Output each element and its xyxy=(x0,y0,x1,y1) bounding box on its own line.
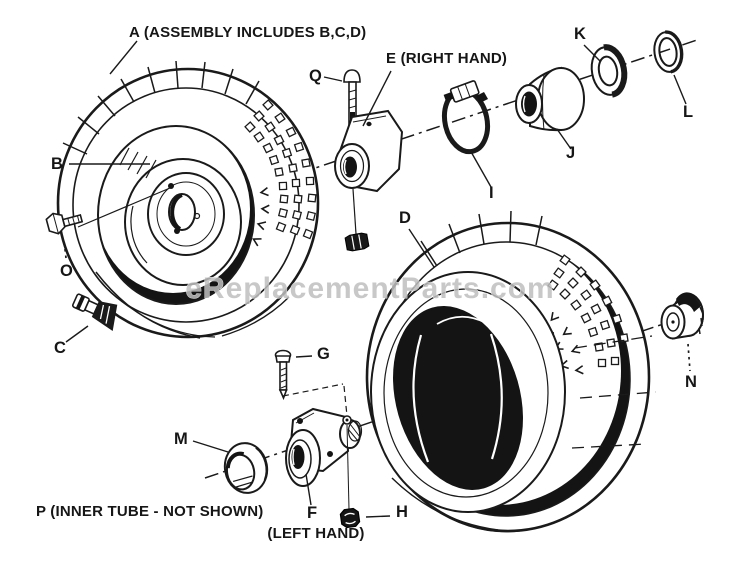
bolt-o-drawing xyxy=(45,212,84,235)
part-label-q: Q xyxy=(309,67,322,85)
part-label-g: G xyxy=(317,345,330,363)
part-label-a: A (ASSEMBLY INCLUDES B,C,D) xyxy=(129,24,366,41)
bolt-g-alignment-dashes xyxy=(282,383,348,417)
left-wheel-tread-chevrons xyxy=(252,186,270,247)
part-label-p: P (INNER TUBE - NOT SHOWN) xyxy=(36,503,263,520)
part-label-n: N xyxy=(685,373,697,391)
part-label-m: M xyxy=(174,430,188,448)
left-wheel-hatch xyxy=(62,60,260,155)
part-label-c: C xyxy=(54,339,66,357)
right-wheel-tire-drawing xyxy=(365,210,657,533)
part-label-o: O xyxy=(60,262,73,280)
part-label-d: D xyxy=(399,209,411,227)
bead-hatch xyxy=(119,147,157,179)
part-label-f: F xyxy=(307,504,318,522)
left-wheel-assembly-drawing xyxy=(56,60,320,339)
part-label-l: L xyxy=(683,103,694,121)
part-label-e: E (RIGHT HAND) xyxy=(386,50,507,67)
nut-alignment-line xyxy=(352,188,357,235)
hub-bolt-hole xyxy=(174,228,180,234)
nut-hanger-line xyxy=(346,424,350,510)
part-label-j: J xyxy=(566,144,576,162)
bearing-ribs xyxy=(695,298,704,335)
part-label-b: B xyxy=(51,155,63,173)
valve-stem-c-drawing xyxy=(71,293,118,331)
left-wheel-tread-blocks xyxy=(244,99,317,240)
part-label-f-note: (LEFT HAND) xyxy=(267,525,364,542)
bushing-j-drawing xyxy=(515,66,585,132)
right-wheel-hatch xyxy=(420,210,543,267)
bolt-g-drawing xyxy=(274,349,292,401)
part-labels: A (ASSEMBLY INCLUDES B,C,D) B C D E (RIG… xyxy=(36,24,697,542)
hub-bolt-hole xyxy=(193,212,201,220)
square-nut-drawing xyxy=(344,232,370,252)
hub-bolt-hole xyxy=(168,183,174,189)
retaining-ring-l-drawing xyxy=(653,30,684,74)
bearing-n-drawing xyxy=(660,292,704,340)
hub-f-drawing xyxy=(285,407,363,510)
part-label-k: K xyxy=(574,25,586,43)
nut-h-drawing xyxy=(339,507,361,529)
hub-e-drawing xyxy=(334,109,404,235)
part-label-i: I xyxy=(489,184,494,202)
right-wheel-groove-lines xyxy=(571,335,657,449)
leader-lines xyxy=(63,40,691,518)
bearing-cup-m-drawing xyxy=(223,442,269,494)
washer-k-drawing xyxy=(590,44,628,98)
right-wheel-tread-blocks xyxy=(547,254,629,368)
clamp-i-drawing xyxy=(441,80,491,155)
part-label-h: H xyxy=(396,503,408,521)
watermark-text: eReplacementParts.com xyxy=(185,272,555,305)
